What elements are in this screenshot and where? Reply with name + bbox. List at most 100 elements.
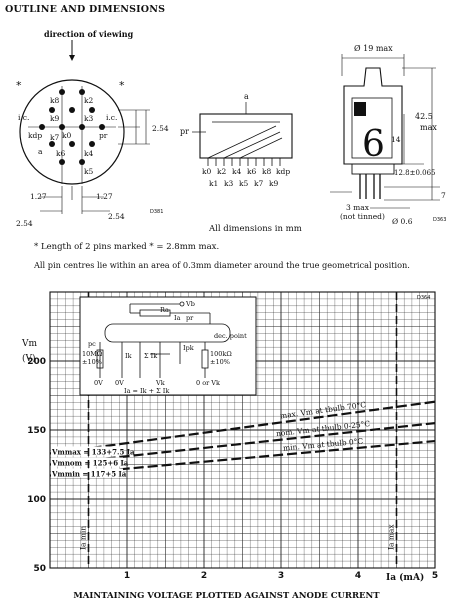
pin-label-a: a	[38, 147, 43, 156]
dim-12-8: 12.8±0.065	[394, 169, 436, 177]
chart-ticks: 1 2 3 4 5 50 100 150 200	[27, 357, 438, 581]
side-pin-k3: k3	[224, 179, 234, 188]
x-tick-label: 3	[278, 571, 284, 581]
asterisk-right: *	[119, 79, 125, 92]
series-formula-bg	[51, 446, 123, 456]
base-outline-circle	[19, 79, 125, 185]
chart-caption: MAINTAINING VOLTAGE PLOTTED AGAINST ANOD…	[73, 591, 380, 601]
inset-r1-tol: ±10%	[82, 358, 102, 366]
series-formula: Vmmax = 133+7.5 Ia	[51, 447, 135, 456]
pin-label-kdp: kdp	[28, 131, 42, 140]
side-pin-k5: k5	[239, 179, 249, 188]
inset-ipk: Ipk	[183, 344, 194, 352]
marker-label: Ia min	[79, 526, 88, 550]
dim-1-27-left: 1.27	[30, 192, 47, 201]
ic-label-right: i.c.	[106, 113, 117, 122]
y-axis-unit: (V)	[22, 353, 36, 364]
inset-pc: pc	[88, 340, 96, 348]
side-pin-k7: k7	[254, 179, 264, 188]
chart-code: D364	[417, 295, 430, 301]
inset-vk: Vk	[155, 379, 165, 387]
dim-2-54-vertical: 2.54	[152, 124, 169, 133]
pin-label-k3: k3	[84, 114, 94, 123]
pin-label-k8: k8	[50, 96, 60, 105]
inset-sum-ik: Σ Ik	[144, 352, 157, 360]
inset-ra: Ra	[160, 306, 169, 314]
inset-ia: Ia	[174, 314, 181, 322]
pin-label-k9: k9	[50, 114, 60, 123]
pin-label-k7: k7	[50, 133, 60, 142]
y-tick-label: 200	[27, 357, 46, 367]
pin-length-note: * Length of 2 pins marked * = 2.8mm max.	[34, 242, 220, 252]
not-tinned-label: (not tinned)	[340, 212, 385, 221]
side-pin-k9: k9	[269, 179, 279, 188]
inset-0v-1: 0V	[94, 379, 103, 387]
outline-drawings: direction of viewing * * k8 k9 k2 k7 k3 …	[16, 29, 446, 228]
inset-equation: Ia = Ik + Σ Ik	[124, 387, 169, 395]
tube-height-max: max	[420, 123, 437, 132]
pin-label-k5: k5	[84, 167, 94, 176]
pin-label-pr: pr	[99, 131, 108, 140]
y-tick-label: 50	[33, 564, 46, 574]
base-view-drawing: direction of viewing * * k8 k9 k2 k7 k3 …	[16, 29, 169, 228]
side-pin-k8: k8	[262, 167, 272, 176]
side-view-drawing: a pr k0 k2 k4 k6 k8 kdp k1 k3 k5 k7 k9	[180, 92, 293, 188]
side-pin-k0: k0	[202, 167, 212, 176]
inset-0-or-vk: 0 or Vk	[196, 379, 220, 387]
tube-digit: 6	[362, 124, 385, 165]
series-formula-bg	[51, 468, 123, 478]
series-formula-bg	[51, 457, 123, 467]
side-pin-k6: k6	[247, 167, 257, 176]
page-heading: OUTLINE AND DIMENSIONS	[5, 4, 166, 15]
marker-label: Ia max	[387, 524, 396, 550]
pin-position-note: All pin centres lie within an area of 0.…	[34, 260, 410, 270]
tube-diameter-label: Ø 19 max	[354, 44, 393, 53]
pin-diameter-label: Ø 0.6	[392, 217, 413, 226]
dimensions-note: All dimensions in mm	[209, 224, 302, 234]
tube-height-label: 42.5	[415, 112, 433, 121]
dim-1-27-right: 1.27	[96, 192, 113, 201]
side-pin-kdp: kdp	[276, 167, 290, 176]
x-tick-label: 5	[432, 571, 438, 581]
y-tick-label: 150	[27, 426, 46, 436]
x-tick-label: 4	[355, 571, 361, 581]
inset-r2: 100kΩ	[210, 350, 232, 358]
x-axis-label: Ia (mA)	[386, 572, 424, 583]
side-pin-k1: k1	[209, 179, 218, 188]
dim-7: 7	[441, 191, 446, 200]
dim-3-max: 3 max	[346, 203, 370, 212]
inset-dec-point: dec. point	[214, 332, 247, 340]
direction-of-viewing-label: direction of viewing	[44, 29, 134, 39]
dim-2-54-left: 2.54	[16, 219, 33, 228]
anode-label: a	[244, 92, 249, 101]
series-formula: Vmnom = 125+6 Ia	[51, 459, 129, 468]
pr-label: pr	[180, 127, 189, 136]
dim-2-54-right: 2.54	[108, 212, 125, 221]
base-view-code: D381	[150, 209, 163, 215]
ic-label-left: i.c.	[18, 113, 29, 122]
side-pin-k4: k4	[232, 167, 242, 176]
asterisk-left: *	[16, 79, 22, 92]
x-tick-label: 2	[201, 571, 207, 581]
pin-label-k6: k6	[56, 149, 66, 158]
inset-r2-tol: ±10%	[210, 358, 230, 366]
dim-14: 14	[391, 135, 401, 144]
pin-label-k2: k2	[84, 96, 94, 105]
y-tick-label: 100	[27, 495, 46, 505]
inset-r1: 10MΩ	[82, 350, 102, 358]
inset-ik: Ik	[125, 352, 132, 360]
x-tick-label: 1	[124, 571, 130, 581]
pin-label-k0: k0	[62, 131, 72, 140]
tube-view-drawing: Ø 19 max 6 42.5 max 14 12.8±0.065 7 3 ma…	[330, 44, 446, 226]
inset-pr: pr	[186, 314, 194, 322]
series-line	[49, 400, 436, 455]
pin-label-k4: k4	[84, 149, 94, 158]
plot-frame	[49, 291, 436, 569]
inset-0v-2: 0V	[115, 379, 124, 387]
y-axis-label: Vm	[21, 339, 37, 349]
inset-vb: Vb	[185, 300, 195, 308]
chart-markers: Ia min Ia max	[79, 292, 398, 568]
tube-view-code: D363	[433, 217, 446, 223]
test-circuit-inset: Ra Vb Ia pr pc dec. point 10MΩ ±10% 100k…	[79, 296, 257, 396]
